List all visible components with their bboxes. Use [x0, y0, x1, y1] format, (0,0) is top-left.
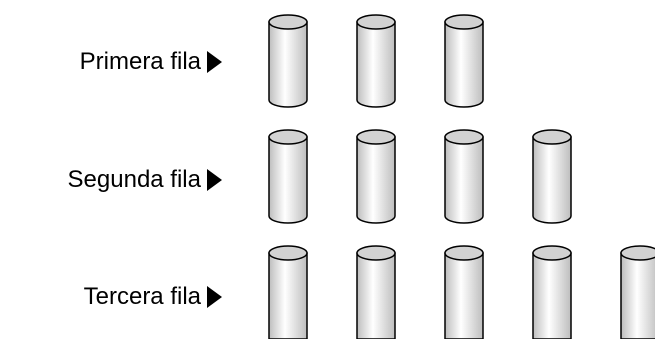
cylinder-icon	[532, 129, 572, 224]
cylinder-top	[444, 14, 484, 30]
cylinder-body	[356, 21, 396, 108]
cylinder-body	[356, 252, 396, 339]
cylinder-body	[268, 136, 308, 224]
row-label-primera: Primera fila	[0, 44, 222, 80]
cylinder-icon	[444, 129, 484, 224]
cylinder-body	[620, 252, 655, 339]
cylinder-top	[356, 14, 396, 30]
cylinder-body	[268, 252, 308, 339]
cylinder-top	[268, 129, 308, 145]
cylinder-icon	[356, 14, 396, 108]
cylinder-icon	[268, 129, 308, 224]
cylinder-body	[444, 252, 484, 339]
cylinder-top	[268, 245, 308, 261]
cylinder-top	[532, 129, 572, 145]
cylinder-icon	[444, 14, 484, 108]
row-label-tercera: Tercera fila	[0, 279, 222, 315]
cylinder-top	[620, 245, 655, 261]
row-label-text: Segunda fila	[67, 166, 201, 193]
cylinder-icon	[444, 245, 484, 339]
cylinder-top	[356, 245, 396, 261]
right-arrow-icon	[207, 169, 222, 191]
cylinder-icon	[356, 129, 396, 224]
cylinder-top	[532, 245, 572, 261]
cylinder-icon	[268, 245, 308, 339]
cylinder-body	[532, 252, 572, 339]
cylinder-body	[532, 136, 572, 224]
right-arrow-icon	[207, 51, 222, 73]
cylinder-body	[444, 136, 484, 224]
right-arrow-icon	[207, 286, 222, 308]
cylinder-icon	[268, 14, 308, 108]
row-label-text: Tercera fila	[83, 283, 201, 310]
cylinder-top	[444, 129, 484, 145]
cylinder-top	[444, 245, 484, 261]
row-label-segunda: Segunda fila	[0, 162, 222, 198]
cylinder-icon	[620, 245, 655, 339]
cylinder-icon	[532, 245, 572, 339]
cylinder-body	[268, 21, 308, 108]
row-label-text: Primera fila	[79, 48, 201, 75]
cylinder-body	[356, 136, 396, 224]
cylinder-top	[268, 14, 308, 30]
cylinder-icon	[356, 245, 396, 339]
cylinder-top	[356, 129, 396, 145]
cylinder-body	[444, 21, 484, 108]
